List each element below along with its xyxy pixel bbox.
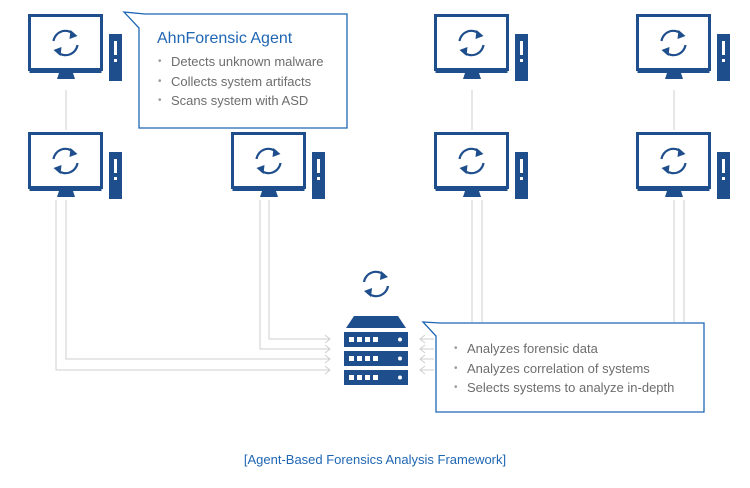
sync-arrows-icon	[458, 147, 485, 175]
endpoint-pc-bottom-3	[434, 132, 529, 204]
endpoint-pc-bottom-1	[28, 132, 123, 204]
sync-arrows-icon	[255, 147, 282, 175]
server-rack-icon	[344, 270, 408, 385]
server-feature-item: Analyzes correlation of systems	[453, 359, 674, 379]
agent-feature-item: Scans system with ASD	[157, 91, 323, 111]
desktop-computer-icon	[434, 14, 528, 81]
desktop-computer-icon	[636, 132, 730, 199]
sync-arrows-icon	[660, 147, 687, 175]
sync-arrows-icon	[52, 147, 79, 175]
sync-arrows-icon	[660, 29, 687, 57]
endpoint-pc-top-3	[636, 14, 731, 86]
agent-feature-item: Collects system artifacts	[157, 72, 323, 92]
desktop-computer-icon	[636, 14, 730, 81]
figure-caption: [Agent-Based Forensics Analysis Framewor…	[243, 452, 507, 467]
server-feature-item: Analyzes forensic data	[453, 339, 674, 359]
endpoint-pc-bottom-2	[231, 132, 326, 204]
agent-feature-list: Detects unknown malware Collects system …	[157, 52, 323, 111]
agent-callout: AhnForensic Agent Detects unknown malwar…	[157, 30, 323, 111]
agent-callout-title: AhnForensic Agent	[157, 30, 293, 47]
desktop-computer-icon	[231, 132, 325, 199]
endpoint-pc-top-1	[28, 14, 123, 86]
desktop-computer-icon	[434, 132, 528, 199]
sync-arrows-icon	[52, 29, 79, 57]
desktop-computer-icon	[28, 14, 122, 81]
endpoint-pc-bottom-4	[636, 132, 731, 204]
server-feature-list: Analyzes forensic data Analyzes correlat…	[453, 339, 674, 398]
endpoint-pc-top-2	[434, 14, 529, 86]
server-callout: Analyzes forensic data Analyzes correlat…	[453, 339, 674, 398]
sync-arrows-icon	[458, 29, 485, 57]
agent-feature-item: Detects unknown malware	[157, 52, 323, 72]
desktop-computer-icon	[28, 132, 122, 199]
server-feature-item: Selects systems to analyze in-depth	[453, 378, 674, 398]
